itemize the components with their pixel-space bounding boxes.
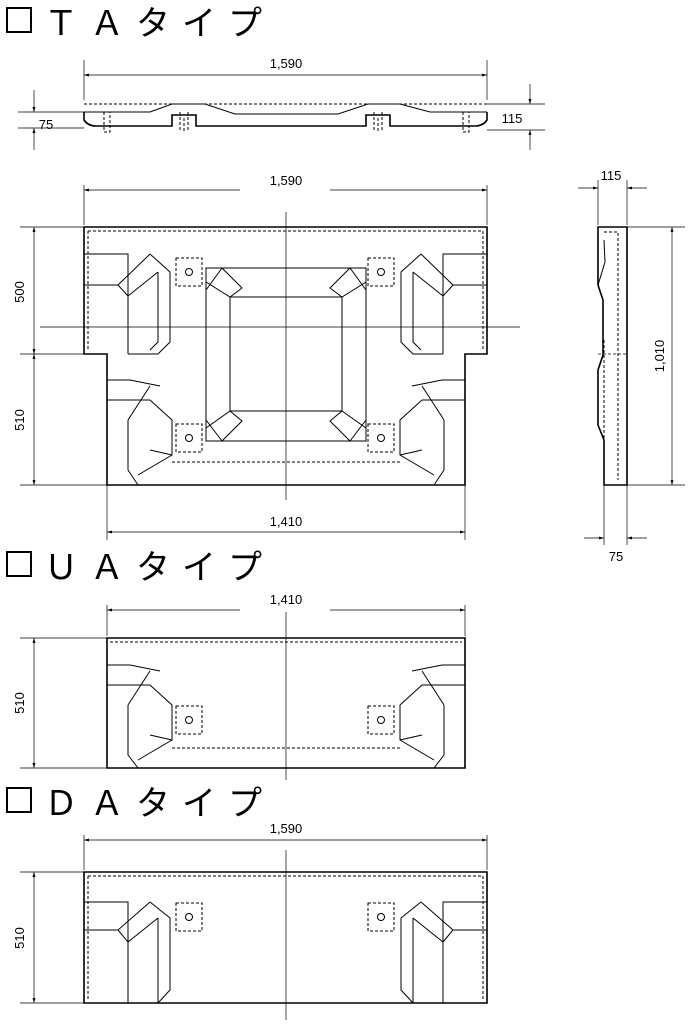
ta-plan-bottom-width-label: 1,410 — [270, 514, 303, 529]
ta-top-right-thickness-label: 115 — [502, 111, 523, 126]
ta-plan-lower-height-label: 510 — [12, 409, 27, 431]
da-plan-view: 1,590 510 — [12, 821, 488, 1020]
da-heading: ＤＡタイプ — [6, 780, 274, 824]
ta-side-bottom-thickness-label: 75 — [609, 549, 623, 564]
da-title: ＤＡタイプ — [44, 783, 274, 824]
ua-height-label: 510 — [12, 692, 27, 714]
ta-side-view: 115 1,010 75 — [578, 168, 685, 564]
ta-side-top-thickness-label: 115 — [601, 168, 622, 183]
ta-heading: ＴＡタイプ — [6, 0, 274, 44]
ta-plan-upper-height-label: 500 — [12, 281, 27, 303]
ta-side-height-label: 1,010 — [652, 340, 667, 373]
ta-title: ＴＡタイプ — [44, 3, 274, 44]
da-width-label: 1,590 — [270, 821, 303, 836]
ta-top-left-thickness-label: 75 — [39, 117, 53, 132]
checkbox-square-icon — [6, 551, 32, 577]
ua-width-label: 1,410 — [270, 592, 303, 607]
ua-heading: ＵＡタイプ — [6, 544, 274, 588]
ta-plan-top-width-label: 1,590 — [270, 173, 303, 188]
ua-title: ＵＡタイプ — [44, 547, 274, 588]
ta-plan-view: 1,590 500 510 1,410 — [12, 173, 520, 540]
ta-top-elevation: 1,590 75 115 — [18, 56, 545, 150]
ua-plan-view: 1,410 510 — [12, 592, 466, 780]
ta-top-width-label: 1,590 — [270, 56, 303, 71]
checkbox-square-icon — [6, 7, 32, 33]
da-height-label: 510 — [12, 927, 27, 949]
checkbox-square-icon — [6, 787, 32, 813]
